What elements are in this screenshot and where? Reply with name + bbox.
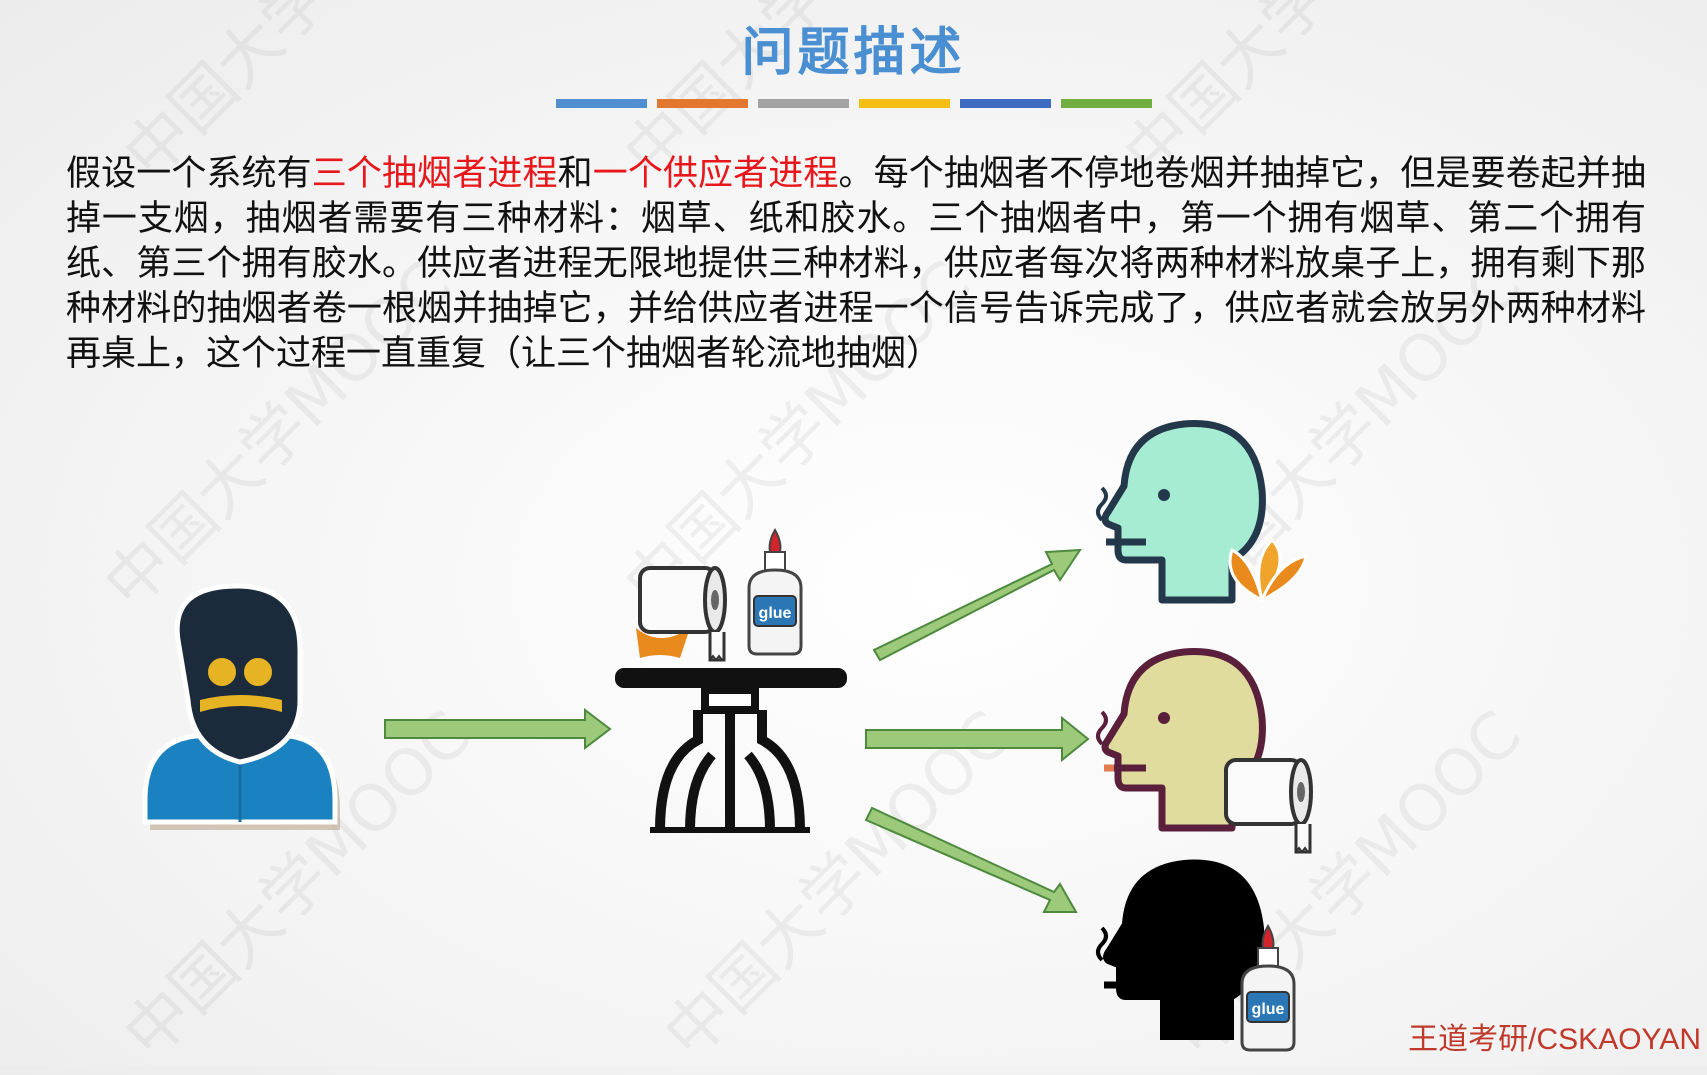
accent-bar: [859, 99, 950, 108]
page-title: 问题描述: [741, 23, 966, 83]
arrow-to-smoker-2: [865, 715, 1090, 763]
description-text: 。每个抽烟者不停地卷烟并抽掉它，但是要卷起并抽掉一支烟，抽烟者需要有三种材料：烟…: [66, 154, 1646, 374]
smoker-glue: [1096, 859, 1265, 1040]
table-icon: [615, 668, 847, 833]
glue-bottle-icon: [747, 528, 803, 656]
accent-bars: [556, 99, 1152, 108]
accent-bar: [657, 99, 748, 108]
smoker-paper: [1096, 652, 1262, 828]
accent-bar: [960, 99, 1051, 108]
paper-roll-icon: [636, 566, 727, 662]
smoker-tobacco: [1096, 424, 1262, 600]
description-text: 假设一个系统有: [66, 154, 312, 194]
arrow-to-smoker-3: [864, 806, 1078, 913]
problem-description: 假设一个系统有三个抽烟者进程和一个供应者进程。每个抽烟者不停地卷烟并抽掉它，但是…: [66, 152, 1646, 377]
description-text: 和: [557, 154, 593, 194]
credit-text: 王道考研/CSKAOYAN: [1408, 1023, 1701, 1056]
tobacco-leaf-icon: [1228, 537, 1308, 604]
arrow-to-table: [384, 707, 612, 751]
paper-roll-icon: [1224, 758, 1313, 854]
accent-bar: [758, 99, 849, 108]
accent-bar: [1061, 99, 1152, 108]
highlight-smokers: 三个抽烟者进程: [311, 154, 558, 194]
supplier-figure: [142, 583, 340, 830]
highlight-supplier: 一个供应者进程: [592, 154, 839, 194]
arrow-to-smoker-1: [872, 548, 1082, 662]
accent-bar: [556, 99, 647, 108]
